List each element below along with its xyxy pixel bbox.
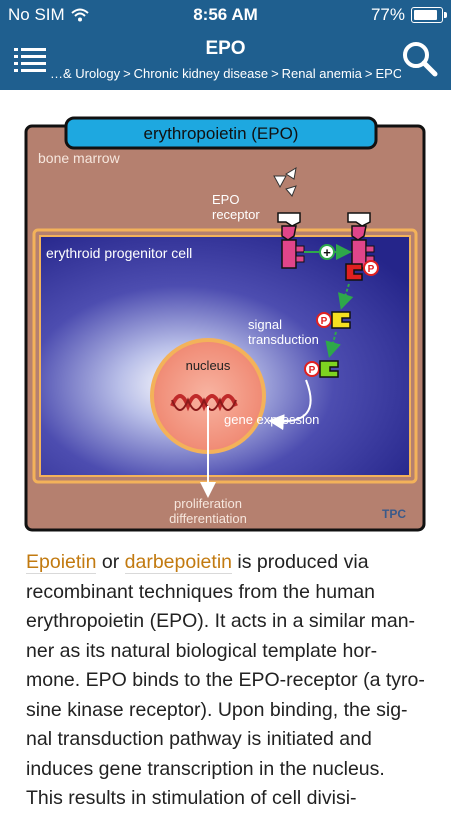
nucleus-label: nucleus <box>186 358 231 373</box>
dna-icon <box>170 394 238 412</box>
phosphate-icon <box>363 260 379 276</box>
receptor-label: receptor <box>212 207 260 222</box>
epo-receptor-icon <box>347 212 375 269</box>
menu-button[interactable] <box>14 45 46 73</box>
paragraph-line: This results in stimulation of cell divi… <box>26 787 357 809</box>
status-left: No SIM <box>8 5 89 25</box>
or-text: or <box>96 551 125 573</box>
status-bar: No SIM 8:56 AM 77% <box>0 0 451 30</box>
paragraph-line: nal transduction pathway is initiated an… <box>26 728 372 750</box>
breadcrumb[interactable]: …& Urology>Chronic kidney disease>Renal … <box>50 66 401 81</box>
breadcrumb-item[interactable]: Chronic kidney disease <box>133 66 269 81</box>
article-body: Epoietin or darbepoietin is produced via… <box>26 548 426 814</box>
stat-protein-icon <box>319 360 339 378</box>
battery-percent: 77% <box>370 5 405 24</box>
epo-diagram: erythropoietin (EPO) bone marrow EPO rec… <box>24 116 426 532</box>
carrier-label: No SIM <box>8 5 65 24</box>
breadcrumb-item-current: EPO <box>375 66 401 81</box>
phosphate-label: P <box>321 316 328 327</box>
signal-label: signal <box>248 317 282 332</box>
nav-bar: EPO …& Urology>Chronic kidney disease>Re… <box>0 30 451 90</box>
stat-protein-icon <box>331 311 351 329</box>
list-menu-icon <box>14 48 46 72</box>
battery-icon <box>411 7 447 23</box>
phosphate-label: P <box>368 264 375 275</box>
gene-expression-arrow <box>268 379 312 431</box>
paragraph-line: recombinant techniques from the human <box>26 580 376 603</box>
signal-arrow <box>325 331 341 358</box>
epo-molecule-icon <box>285 185 297 197</box>
tpc-logo: TPC <box>382 507 406 521</box>
epo-label: EPO <box>212 192 239 207</box>
breadcrumb-item[interactable]: …& Urology <box>50 66 121 81</box>
epo-molecule-icon <box>285 167 297 180</box>
paragraph-line: induces gene transcription in the nucleu… <box>26 757 385 780</box>
paragraph-line: sine kinase receptor). Upon binding, the… <box>26 698 408 721</box>
signal-arrow <box>338 283 354 310</box>
dna-strand-icon <box>171 397 237 411</box>
breadcrumb-item[interactable]: Renal anemia <box>281 66 362 81</box>
clock: 8:56 AM <box>193 5 258 24</box>
figure-title: erythropoietin (EPO) <box>144 124 299 143</box>
phosphate-label: P <box>309 365 316 376</box>
search-icon <box>403 42 438 77</box>
cell-membrane-outer <box>32 228 418 484</box>
gene-expression-label: gene expression <box>224 412 319 427</box>
paragraph-line: ner as its natural biological template h… <box>26 639 378 662</box>
phosphate-icon <box>304 361 320 377</box>
differentiation-label: differentiation <box>169 511 247 526</box>
proliferation-label: proliferation <box>174 496 242 511</box>
transduction-label: transduction <box>248 332 319 347</box>
battery-nub <box>444 12 447 18</box>
breadcrumb-separator: > <box>364 66 373 81</box>
progenitor-label: erythroid progenitor cell <box>46 245 192 261</box>
status-right: 77% <box>370 5 447 25</box>
paragraph-line: mone. EPO binds to the EPO-receptor (a t… <box>26 669 425 691</box>
paragraph-line: erythropoietin (EPO). It acts in a simil… <box>26 610 416 632</box>
epoietin-link[interactable]: Epoietin <box>26 551 97 574</box>
phosphate-icon <box>316 312 332 328</box>
plus-symbol: + <box>323 245 331 260</box>
search-button[interactable] <box>401 40 439 78</box>
line-text: is produced via <box>232 551 369 573</box>
epo-molecule-icon <box>273 175 287 189</box>
paragraph-line: Epoietin or darbepoietin is produced via <box>26 548 426 578</box>
bone-marrow-label: bone marrow <box>38 150 121 166</box>
figure-title-bar <box>64 116 378 150</box>
epo-receptor-icon <box>277 212 305 269</box>
darbepoietin-link[interactable]: darbepoietin <box>124 551 232 574</box>
epo-figure: erythropoietin (EPO) bone marrow EPO rec… <box>24 116 426 534</box>
breadcrumb-separator: > <box>271 66 279 81</box>
battery-fill <box>414 10 438 20</box>
wifi-icon <box>71 8 89 22</box>
breadcrumb-separator: > <box>123 66 131 81</box>
page-title: EPO <box>205 38 246 59</box>
plus-icon <box>319 244 335 260</box>
jak-kinase-icon <box>345 263 363 281</box>
